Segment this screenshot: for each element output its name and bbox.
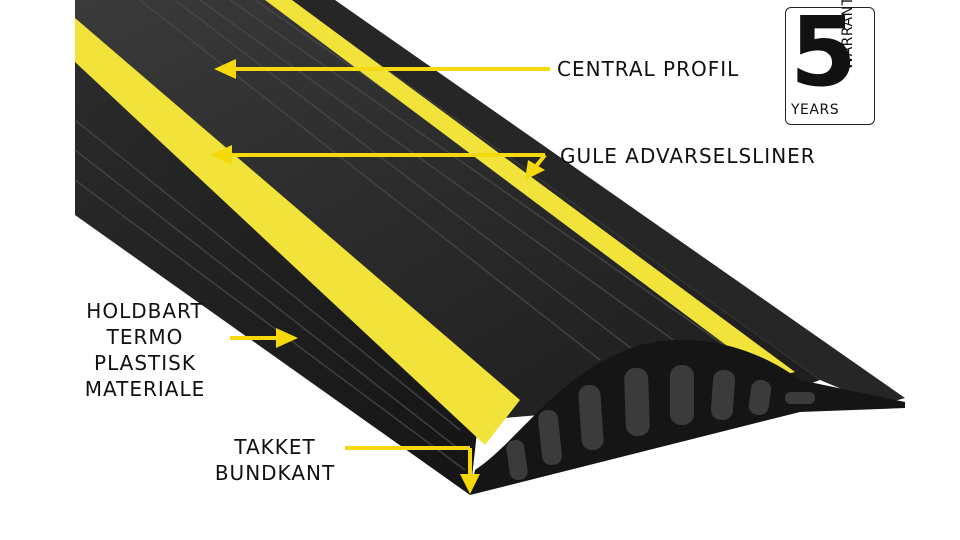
label-line: PLASTISK	[94, 351, 196, 375]
arrows	[210, 59, 550, 494]
warranty-years-label: YEARS	[791, 102, 840, 118]
warranty-badge: 5 YEARS WARRANTY	[785, 0, 875, 125]
surface-ridges	[74, 0, 781, 471]
label-line: BUNDKANT	[214, 461, 336, 485]
warranty-label: WARRANTY	[840, 0, 856, 70]
label-takket-bundkant: TAKKET BUNDKANT	[195, 434, 355, 486]
central-profile-surface	[75, 0, 820, 420]
label-line: MATERIALE	[84, 377, 206, 401]
label-line: HOLDBART	[86, 299, 204, 323]
warranty-years-number: 5	[790, 0, 857, 108]
cross-section-holes	[506, 365, 815, 481]
label-gule-advarselsliner: GULE ADVARSELSLINER	[560, 144, 816, 168]
label-central-profil: CENTRAL PROFIL	[557, 57, 740, 81]
label-line: TERMO	[106, 325, 184, 349]
label-line: TAKKET	[234, 435, 316, 459]
label-holdbart-materiale: HOLDBART TERMO PLASTISK MATERIALE	[60, 298, 230, 402]
right-flange	[290, 0, 905, 405]
yellow-stripe-left	[75, 18, 520, 445]
yellow-stripe-right	[265, 0, 795, 378]
